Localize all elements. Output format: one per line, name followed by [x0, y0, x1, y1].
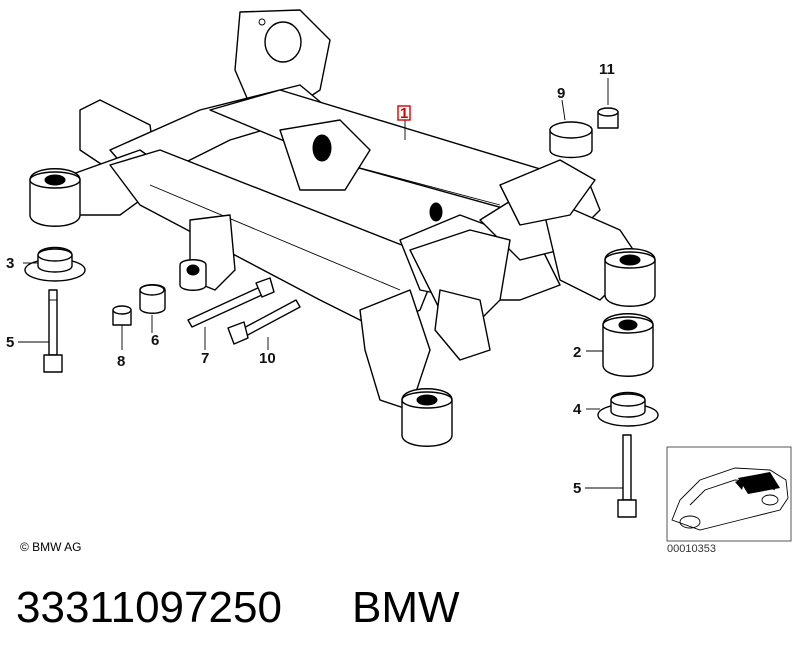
callout-9: 9	[557, 85, 565, 102]
center-frame-bushing	[179, 259, 207, 291]
bolt-part-5-left	[43, 289, 63, 373]
bushing-part-9	[549, 121, 593, 159]
copyright-notice: © BMW AG	[20, 540, 82, 554]
diagram-id: 00010353	[667, 543, 716, 555]
left-mount-bushing	[29, 168, 81, 227]
long-bolt-part-7	[187, 277, 275, 328]
callout-7: 7	[201, 350, 209, 367]
callout-6: 6	[151, 332, 159, 349]
leader-lines	[18, 78, 623, 489]
rubber-mount-part-2	[602, 313, 654, 377]
callout-2: 2	[573, 344, 581, 361]
rear-axle-subframe	[69, 9, 641, 411]
vehicle-location-inset	[666, 446, 792, 542]
callout-labels: 1 3 5 8 6 7 10 9 11 2 4 5	[6, 61, 615, 497]
part-number: 33311097250	[16, 583, 282, 632]
bolt-part-5-right	[617, 434, 637, 518]
callout-1: 1	[400, 105, 408, 122]
callout-5-right: 5	[573, 480, 581, 497]
callout-10: 10	[259, 350, 276, 367]
nut-part-11	[597, 107, 619, 129]
callout-3: 3	[6, 255, 14, 272]
callout-8: 8	[117, 353, 125, 370]
highlight-box	[397, 105, 411, 121]
bushing-part-6	[139, 284, 166, 314]
nut-part-8	[112, 305, 132, 326]
callout-11: 11	[599, 61, 615, 78]
callout-5-left: 5	[6, 334, 14, 351]
brand-name: BMW	[352, 583, 460, 632]
stop-plate-part-4	[597, 391, 659, 427]
front-lower-mount-bushing	[401, 388, 453, 447]
callout-4: 4	[573, 401, 582, 418]
right-rear-mount-bushing	[604, 248, 656, 307]
stop-plate-part-3	[24, 246, 86, 282]
bolt-part-10	[227, 299, 301, 345]
